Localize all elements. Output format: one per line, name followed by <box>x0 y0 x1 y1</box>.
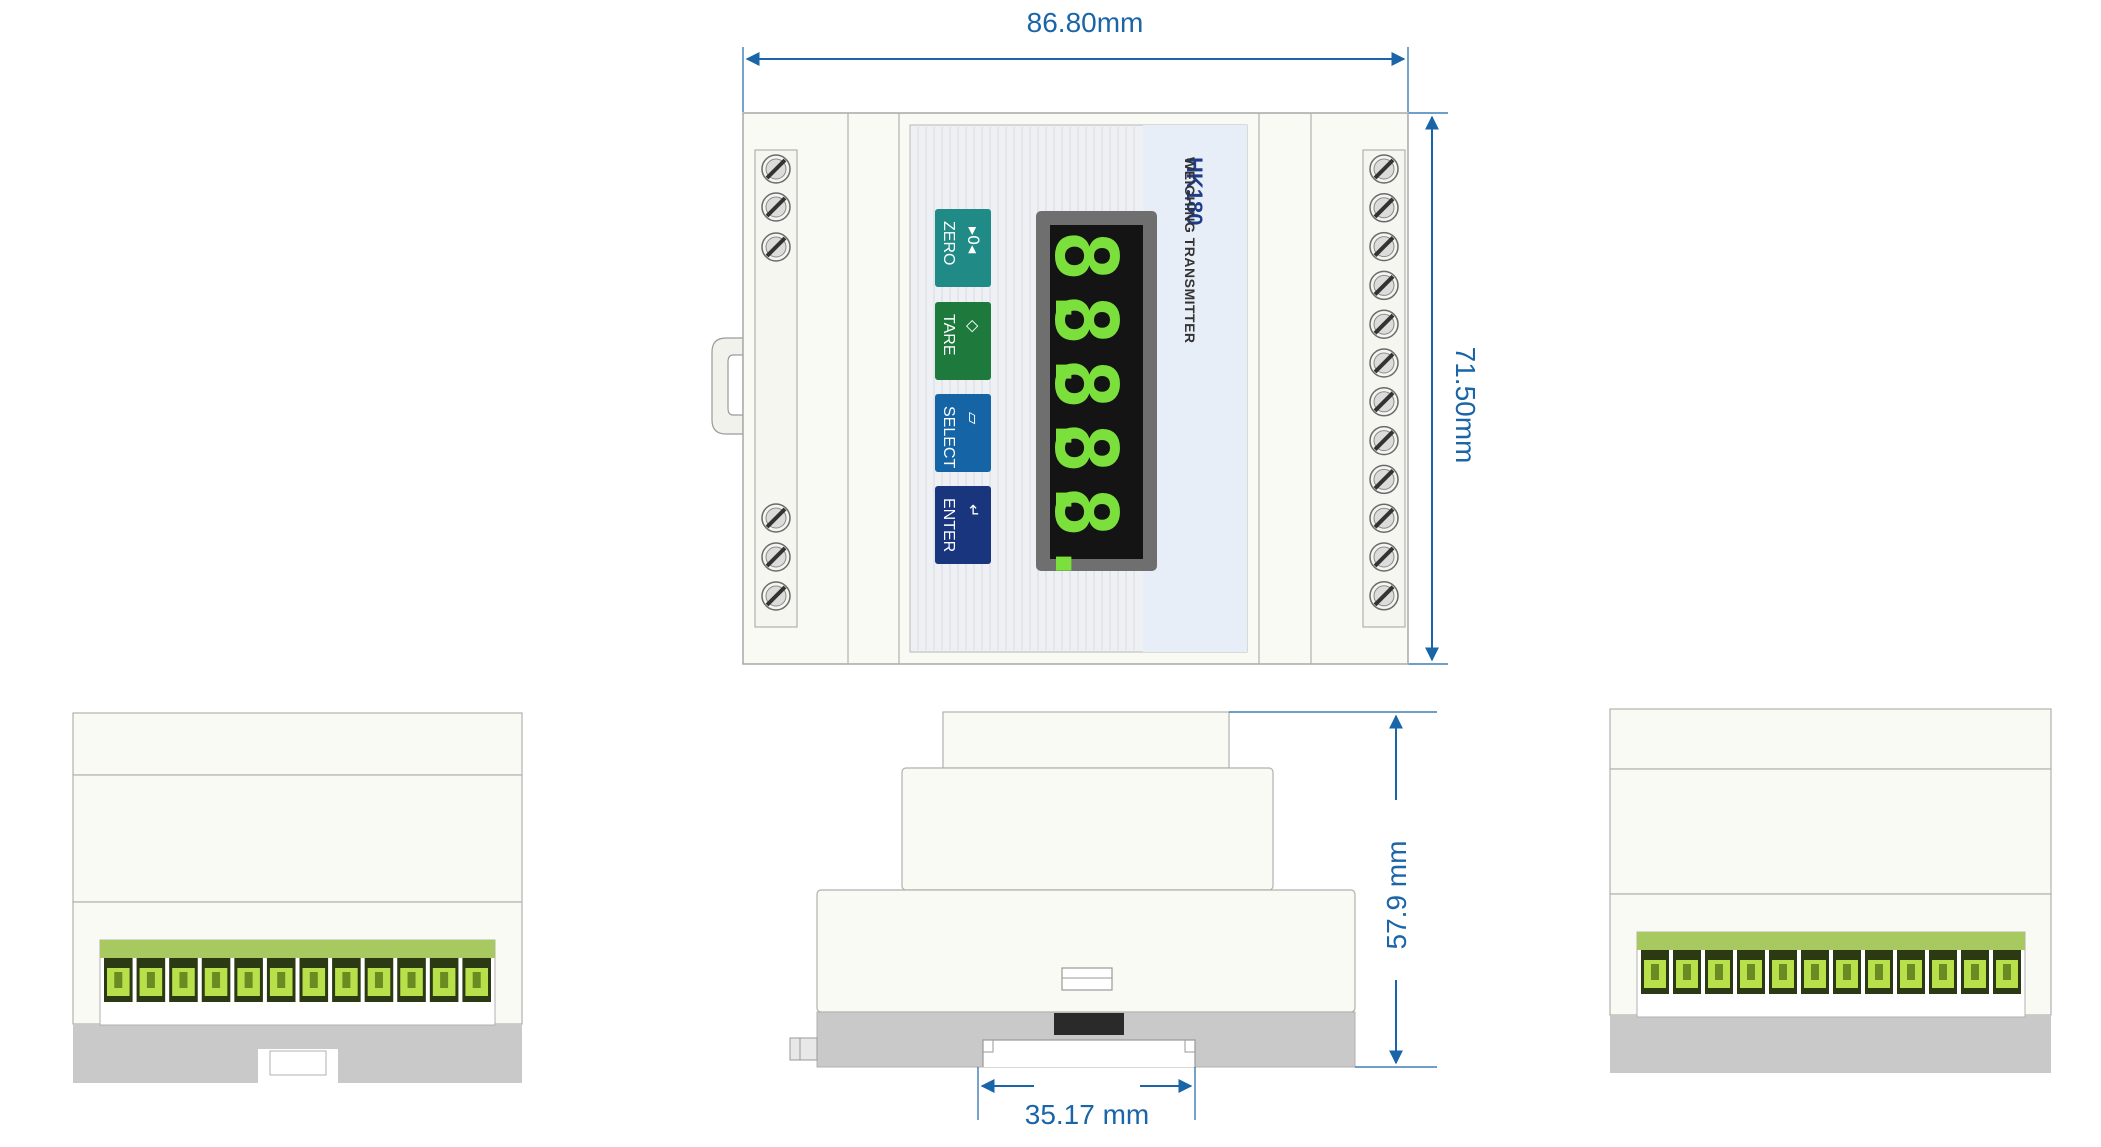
terminal-pin-icon <box>1641 950 1669 994</box>
terminal-pin-icon <box>1929 950 1957 994</box>
button-label: ENTER <box>940 498 957 552</box>
button-symbol-icon: ▸0◂ <box>964 227 983 253</box>
terminal-pin-icon <box>1833 950 1861 994</box>
rail-dimension: 35.17 mm <box>977 1067 1196 1130</box>
device-subtitle: WEIGHING TRANSMITTER <box>1182 157 1198 344</box>
terminal-pin-icon <box>1737 950 1765 994</box>
button-symbol-icon: ↵ <box>964 504 983 517</box>
center-side-view: 57.9 mm 35.17 mm <box>789 711 1437 1130</box>
enter-button[interactable]: ↵ ENTER <box>935 486 991 564</box>
terminal-pin-icon <box>429 958 459 1002</box>
din-rail-profile <box>982 1039 1196 1067</box>
screw-icon <box>1369 270 1399 301</box>
screw-icon <box>1369 503 1399 533</box>
zero-button[interactable]: ▸0◂ ZERO <box>935 209 991 287</box>
rail-clip-icon <box>711 337 744 435</box>
width-dimension: 86.80mm <box>742 7 1409 112</box>
button-symbol-icon: ◇ <box>964 320 983 333</box>
terminal-pin-icon <box>201 958 231 1002</box>
terminal-pin-icon <box>1801 950 1829 994</box>
screw-icon <box>1369 425 1399 456</box>
terminal-pin-icon <box>169 958 198 1002</box>
rail-label: 35.17 mm <box>1025 1099 1150 1130</box>
latch <box>1061 967 1113 991</box>
height-dimension: 71.50mm <box>1408 112 1481 665</box>
screw-icon <box>1369 348 1399 378</box>
front-view: 86.80mm 71.50mm HK180 WEIGHING TRANSMITT… <box>711 7 1481 665</box>
screw-icon <box>1369 154 1399 184</box>
screw-icon <box>761 503 791 533</box>
terminal-pin-icon <box>397 958 426 1002</box>
terminal-pins-left <box>104 958 491 1002</box>
left-screws <box>761 154 791 611</box>
screw-icon <box>1369 387 1399 417</box>
screw-icon <box>1369 309 1399 339</box>
led-digit: 8. <box>1035 422 1135 526</box>
screw-icon <box>1369 193 1399 223</box>
screw-icon <box>1369 231 1399 262</box>
left-side-view <box>72 712 523 1083</box>
right-side-view <box>1609 708 2052 1073</box>
right-screws <box>1369 154 1399 611</box>
terminal-pin-icon <box>136 958 166 1002</box>
height-label: 71.50mm <box>1450 347 1481 464</box>
led-display <box>1050 225 1143 559</box>
screw-icon <box>1369 581 1399 611</box>
terminal-pin-icon <box>1961 950 1989 994</box>
screw-icon <box>761 581 791 611</box>
terminal-pins-right <box>1641 950 2021 994</box>
terminal-pin-icon <box>364 958 394 1002</box>
screw-icon <box>761 154 791 184</box>
terminal-pin-icon <box>1705 950 1733 994</box>
depth-label: 57.9 mm <box>1381 841 1412 950</box>
terminal-pin-icon <box>462 958 491 1002</box>
model-name: HK180 <box>1182 157 1207 225</box>
screw-icon <box>761 232 791 262</box>
width-label: 86.80mm <box>1027 7 1144 38</box>
terminal-pin-icon <box>266 958 296 1002</box>
terminal-pin-icon <box>234 958 263 1002</box>
led-digit: 8. <box>1035 230 1135 334</box>
button-label: SELECT <box>940 406 957 468</box>
button-label: TARE <box>940 314 957 355</box>
screw-icon <box>1369 464 1399 495</box>
led-digit: 8. <box>1035 486 1135 590</box>
button-symbol-icon: ▱ <box>964 412 983 425</box>
screw-icon <box>761 542 791 572</box>
depth-dimension: 57.9 mm <box>1229 711 1437 1068</box>
side-clip <box>789 1037 818 1061</box>
button-label: ZERO <box>940 221 957 265</box>
screw-icon <box>761 192 791 222</box>
led-digits: 8.8.8.8.8. <box>1035 230 1135 590</box>
led-digit: 8. <box>1035 358 1135 462</box>
terminal-pin-icon <box>299 958 329 1002</box>
terminal-pin-icon <box>104 958 133 1002</box>
rail-lock <box>1054 1013 1124 1035</box>
terminal-pin-icon <box>1769 950 1797 994</box>
terminal-pin-icon <box>1993 950 2021 994</box>
terminal-pin-icon <box>1897 950 1925 994</box>
terminal-pin-icon <box>332 958 361 1002</box>
label-area <box>1143 125 1247 652</box>
select-button[interactable]: ▱ SELECT <box>935 394 991 472</box>
tare-button[interactable]: ◇ TARE <box>935 302 991 380</box>
led-digit: 8. <box>1035 294 1135 398</box>
terminal-pin-icon <box>1865 950 1893 994</box>
terminal-pin-icon <box>1673 950 1701 994</box>
screw-icon <box>1369 542 1399 572</box>
front-buttons: ▸0◂ ZERO ◇ TARE ▱ SELECT ↵ ENTER <box>935 209 991 564</box>
